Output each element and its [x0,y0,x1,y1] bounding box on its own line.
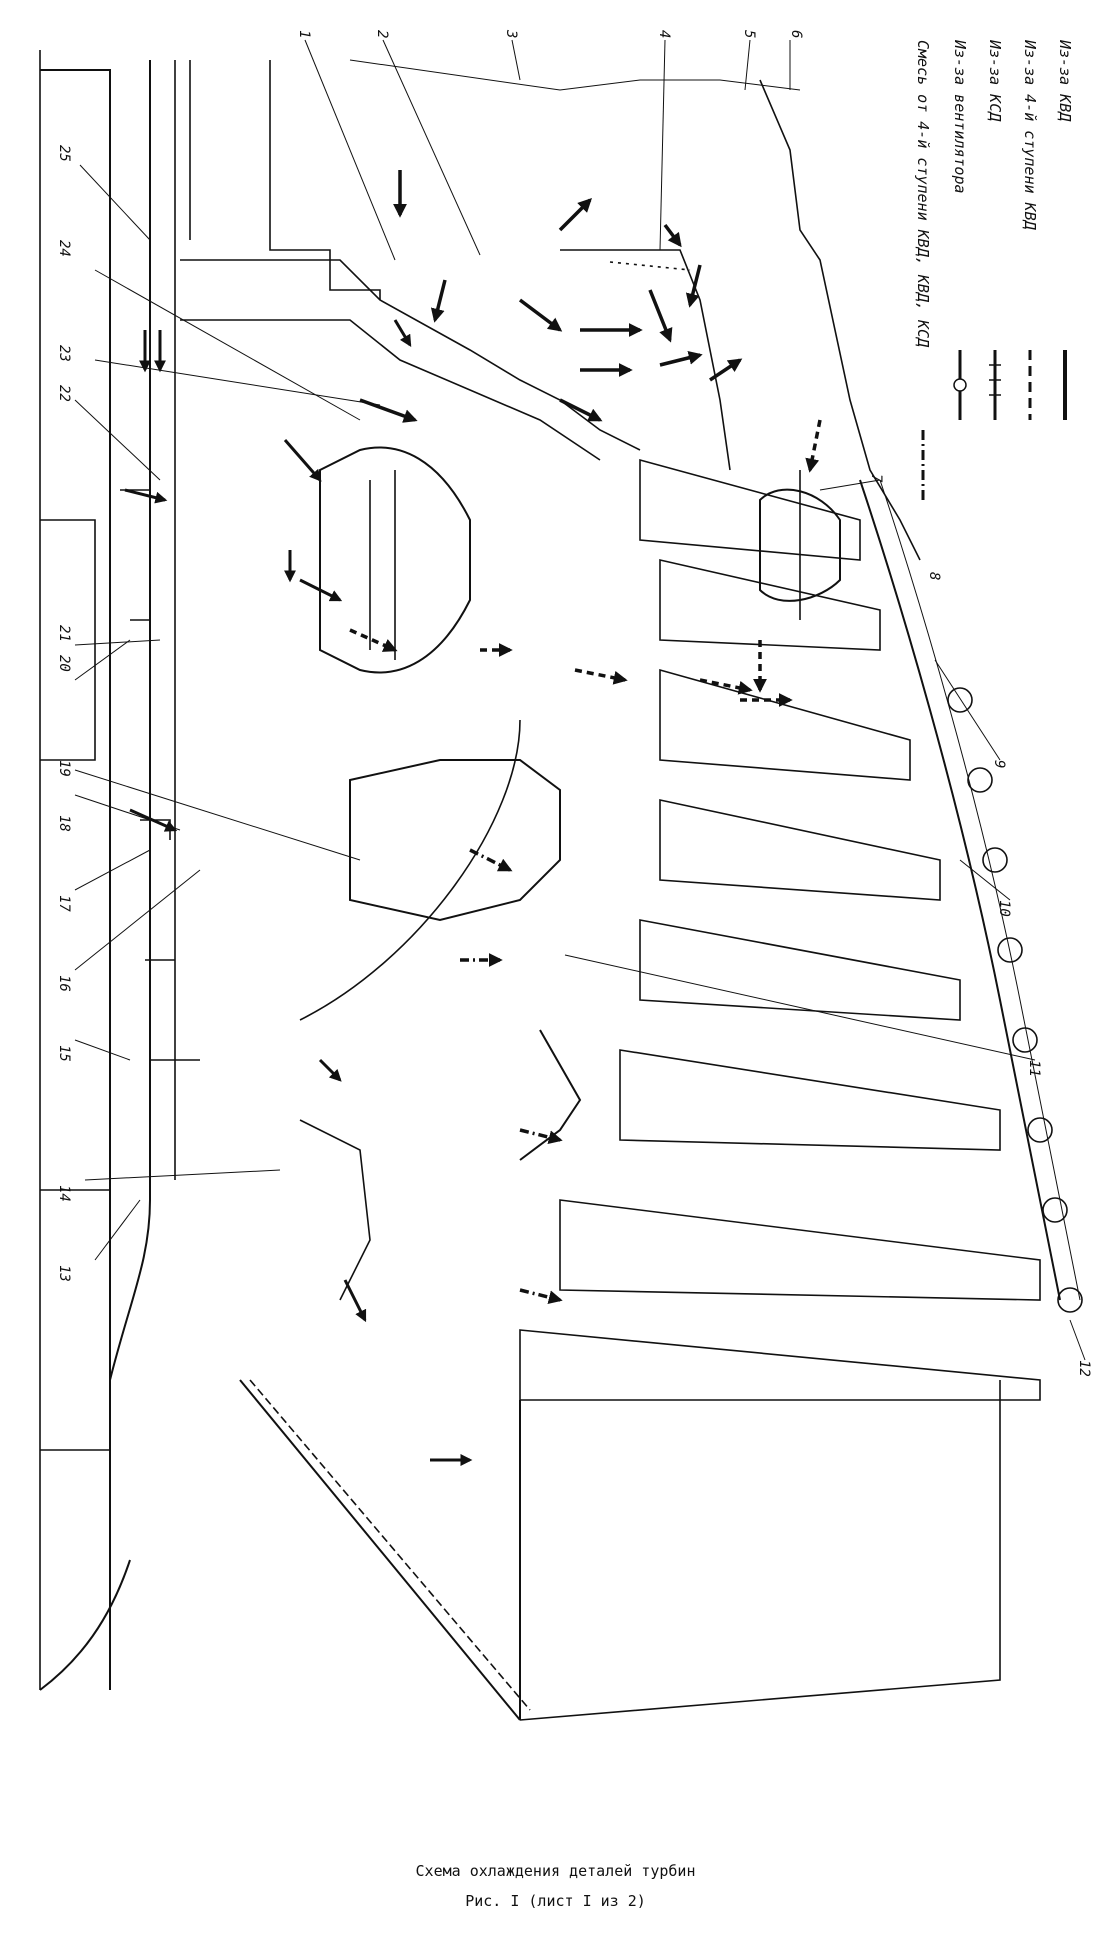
callout-21: 21 [56,625,72,642]
callout-4: 4 [656,30,672,38]
legend-item-mix: Смесь от 4-й ступени КВД, КВД, КСД [914,40,932,500]
callout-23: 23 [56,345,72,362]
callout-19: 19 [56,760,72,777]
callout-numbers: 1 2 3 4 5 6 7 8 9 10 11 12 13 14 15 16 1… [56,29,1092,1377]
callout-8: 8 [926,572,942,580]
callout-13: 13 [56,1265,72,1282]
callout-25: 25 [56,145,72,162]
legend-item-ipc: Из-за КСД [986,39,1004,420]
legend-label: Из-за вентилятора [951,39,969,194]
legend-item-fan: Из-за вентилятора [951,39,969,420]
callout-16: 16 [56,975,72,992]
callout-10: 10 [996,900,1012,917]
callout-3: 3 [503,29,519,38]
callout-9: 9 [991,760,1007,768]
figure-title: Схема охлаждения деталей турбин [415,1862,696,1880]
legend-label: Из-за 4-й ступени КВД [1021,39,1039,231]
legend-item-hpc: Из-за КВД [1056,39,1074,420]
legend-label: Смесь от 4-й ступени КВД, КВД, КСД [914,40,932,348]
callout-11: 11 [1026,1060,1042,1077]
callout-7: 7 [868,474,884,483]
legend-item-hpc-stage4: Из-за 4-й ступени КВД [1021,39,1039,420]
callout-5: 5 [741,30,757,38]
callout-17: 17 [56,895,72,912]
callout-18: 18 [56,815,72,832]
cooling-flow-arrows [124,170,822,1466]
callout-24: 24 [56,240,72,257]
legend-label: Из-за КВД [1056,39,1074,122]
callout-12: 12 [1076,1360,1092,1377]
callout-22: 22 [56,385,72,402]
flow-legend: Из-за КВД Из-за 4-й ступени КВД Из-за КС… [914,39,1074,500]
figure-number: Рис. I (лист I из 2) [465,1892,646,1910]
callout-20: 20 [56,655,72,672]
callout-leaders [74,39,1086,1361]
legend-label: Из-за КСД [986,39,1004,122]
engine-cross-section [39,50,1083,1721]
callout-14: 14 [56,1185,72,1202]
callout-15: 15 [56,1045,72,1062]
callout-1: 1 [296,30,312,38]
callout-6: 6 [788,30,804,38]
callout-2: 2 [374,30,390,38]
